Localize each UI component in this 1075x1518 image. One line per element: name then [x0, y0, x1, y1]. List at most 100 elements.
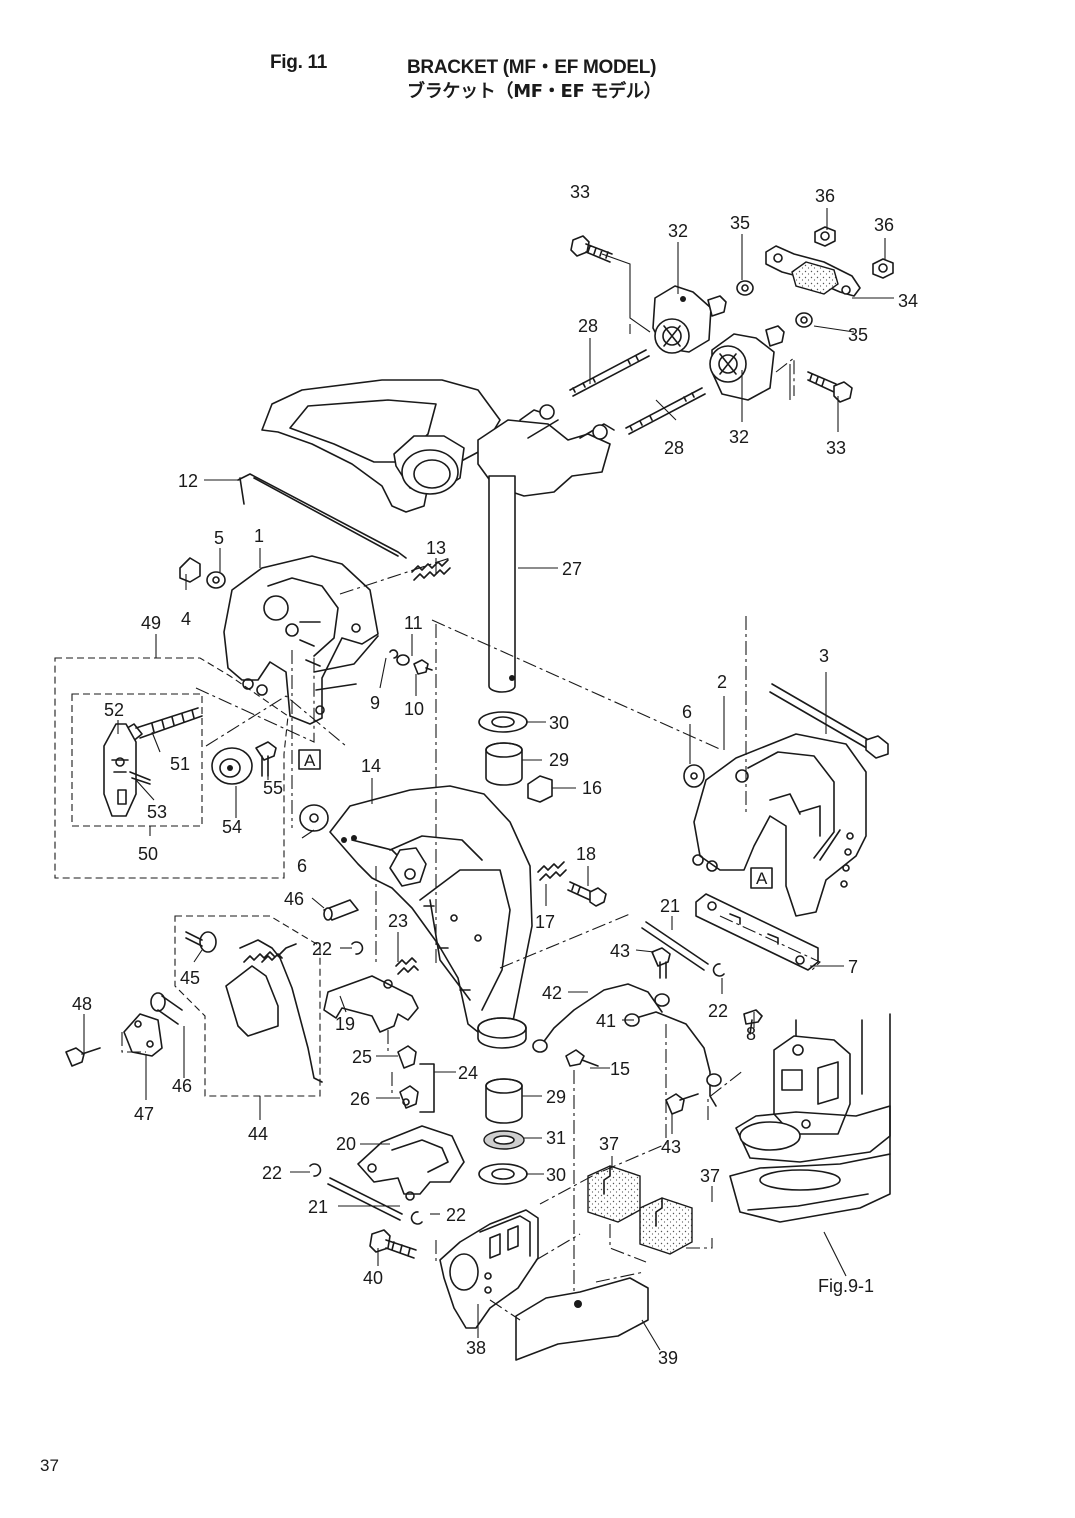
callout-3: 3	[819, 646, 829, 666]
callout-22-d: 22	[446, 1205, 466, 1225]
washer-5	[206, 571, 226, 589]
callout-43-upper: 43	[610, 941, 630, 961]
pin-21-lower	[327, 1177, 403, 1221]
rubber-mount-32-lower	[709, 325, 785, 401]
callout-22-c: 22	[262, 1163, 282, 1183]
plate-47	[123, 1013, 163, 1057]
rubber-mount-32-upper	[652, 285, 727, 354]
stopper-19	[323, 975, 419, 1033]
bolt-40	[369, 1229, 417, 1259]
pad-39	[515, 1277, 649, 1361]
engine-lower-fig-9-1	[729, 1013, 891, 1223]
clip-26	[399, 1085, 419, 1109]
bushing-29-lower	[485, 1078, 523, 1124]
callout-31: 31	[546, 1128, 566, 1148]
callout-45: 45	[180, 968, 200, 988]
wave-washer-31	[483, 1130, 525, 1150]
callout-30-upper: 30	[549, 713, 569, 733]
svg-text:A: A	[304, 751, 316, 770]
callout-11: 11	[404, 613, 423, 633]
tilt-rod-44	[225, 939, 323, 1083]
callout-24: 24	[458, 1063, 478, 1083]
callout-53: 53	[147, 802, 167, 822]
callout-25: 25	[352, 1047, 372, 1067]
bolt-8	[743, 1009, 763, 1035]
steering-shaft-27	[488, 475, 516, 693]
bolt-18	[567, 881, 607, 907]
clamp-bracket-2-right	[692, 733, 867, 917]
clip-22-a	[351, 941, 364, 955]
callout-29-lower: 29	[546, 1087, 566, 1107]
spring-23	[395, 957, 419, 975]
washer-35-upper	[736, 280, 754, 296]
thrust-washer-30-upper	[478, 711, 528, 733]
spring-13	[411, 559, 451, 581]
callout-8: 8	[746, 1024, 756, 1044]
stud-28-lower	[625, 387, 706, 435]
reference-box-a-right: A	[750, 867, 773, 889]
callout-21-upper: 21	[660, 896, 680, 916]
callout-6-left: 6	[297, 856, 307, 876]
nut-36-right	[872, 258, 894, 279]
callout-27: 27	[562, 559, 582, 579]
callout-36-top: 36	[815, 186, 835, 206]
callout-12: 12	[178, 471, 198, 491]
clip-22-b	[712, 963, 725, 977]
screw-51	[123, 707, 203, 743]
callout-38: 38	[466, 1338, 486, 1358]
callout-37-lower: 37	[700, 1166, 720, 1186]
callout-40: 40	[363, 1268, 383, 1288]
callout-41: 41	[596, 1011, 616, 1031]
callout-47: 47	[134, 1104, 154, 1124]
callout-19: 19	[335, 1014, 355, 1034]
callout-37-upper: 37	[599, 1134, 619, 1154]
callout-18: 18	[576, 844, 596, 864]
bushing-29-upper	[485, 742, 523, 786]
callout-20: 20	[336, 1134, 356, 1154]
callout-32-lower: 32	[729, 427, 749, 447]
callout-15: 15	[610, 1059, 630, 1079]
through-bolt-3	[769, 683, 889, 759]
callout-54: 54	[222, 817, 242, 837]
callout-55: 55	[263, 778, 283, 798]
callout-39: 39	[658, 1348, 678, 1368]
group-49-box	[54, 657, 289, 879]
callout-21-lower: 21	[308, 1197, 328, 1217]
bolt-43-lower	[665, 1093, 699, 1115]
callout-30-lower: 30	[546, 1165, 566, 1185]
callout-52: 52	[104, 700, 124, 720]
callout-46-upper: 46	[284, 889, 304, 909]
pin-21-upper	[641, 921, 709, 971]
page-number: 37	[40, 1456, 59, 1475]
bolt-48	[65, 1047, 101, 1067]
reverse-lock-20	[357, 1125, 465, 1201]
ground-cable-42	[532, 983, 670, 1053]
washer-6-right	[683, 764, 705, 788]
washer-11	[396, 654, 410, 666]
clip-25	[397, 1045, 417, 1069]
bolt-33-upper	[570, 235, 613, 263]
ground-cable-41	[624, 1011, 722, 1107]
stud-28-upper	[569, 349, 650, 397]
callout-49: 49	[141, 613, 161, 633]
callout-35-lower: 35	[848, 325, 868, 345]
reference-box-a-left: A	[298, 749, 321, 770]
callout-4: 4	[181, 609, 191, 629]
bolt-33-lower	[807, 371, 853, 403]
callout-1: 1	[254, 526, 264, 546]
block-37-right	[639, 1197, 693, 1255]
callout-7: 7	[848, 957, 858, 977]
callout-32-upper: 32	[668, 221, 688, 241]
thrust-washer-30-lower	[478, 1163, 528, 1185]
callout-16: 16	[582, 778, 602, 798]
figure-title-japanese: ブラケット（MF・EF モデル）	[407, 81, 662, 102]
callout-9: 9	[370, 693, 380, 713]
callout-43-lower: 43	[661, 1137, 681, 1157]
callout-labels: 33 36 32 35 36 34 28 35 32 28 33 12 5 1 …	[72, 182, 918, 1368]
clip-22-d	[410, 1211, 423, 1225]
callout-13: 13	[426, 538, 446, 558]
callout-29-upper: 29	[549, 750, 569, 770]
plate-34	[765, 245, 861, 297]
clip-22-c	[309, 1163, 322, 1177]
